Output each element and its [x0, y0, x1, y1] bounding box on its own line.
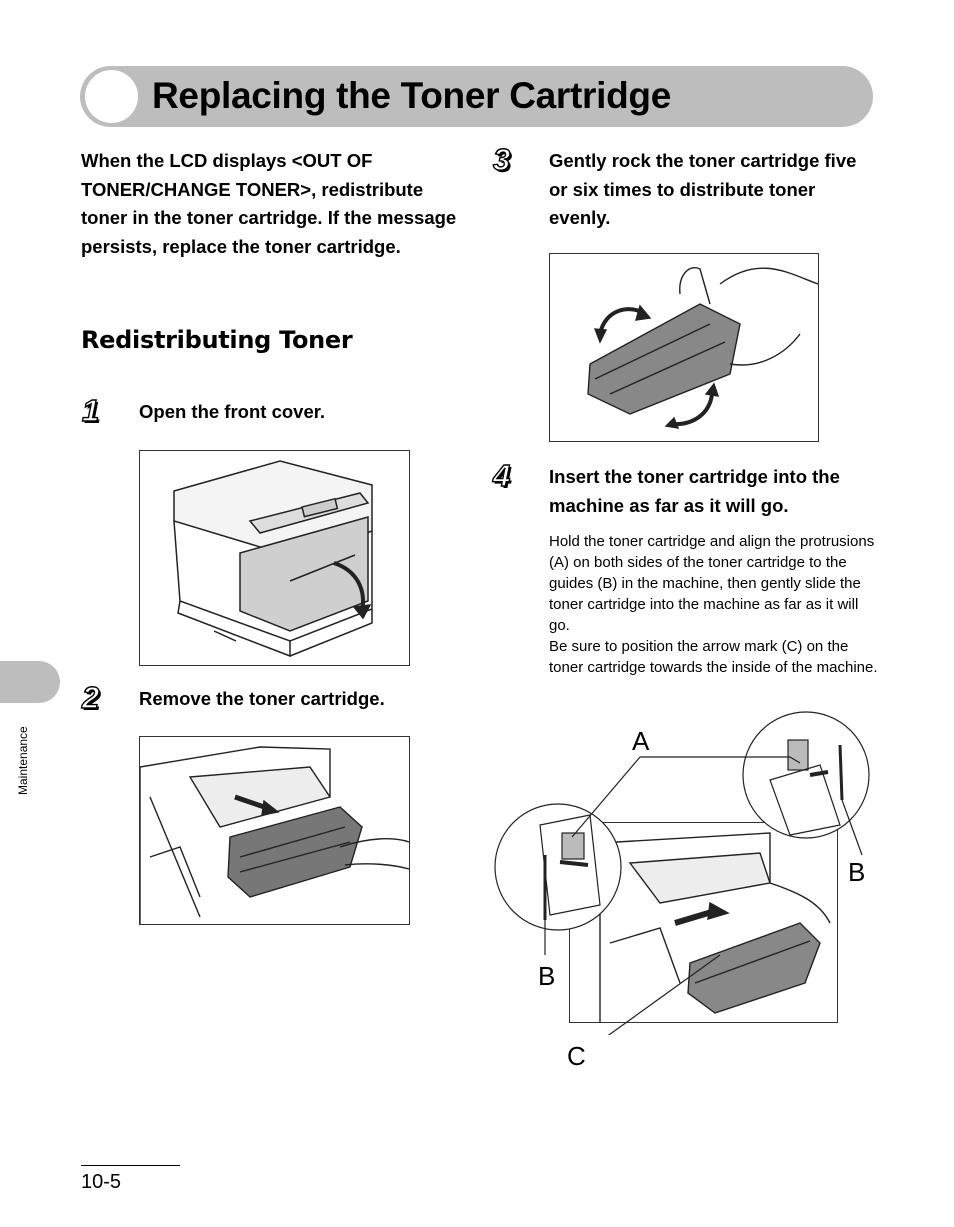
step-2-number: 2	[81, 679, 100, 715]
callout-label-b-left: B	[538, 961, 556, 991]
step-4-number: 4	[492, 457, 511, 493]
step-1-number: 1	[81, 392, 100, 428]
chapter-side-label: Maintenance	[16, 726, 30, 795]
step-4-text: Insert the toner cartridge into the mach…	[549, 466, 840, 516]
figure-rock-toner-cartridge	[549, 253, 819, 442]
step-4-body-paragraph-2: Be sure to position the arrow mark (C) o…	[549, 638, 878, 676]
figure-remove-toner-cartridge	[139, 736, 410, 925]
step-1-text: Open the front cover.	[139, 401, 326, 422]
page-title: Replacing the Toner Cartridge	[152, 75, 671, 116]
callout-label-a: A	[632, 726, 650, 756]
page-number: 10-5	[81, 1171, 122, 1193]
step-3-text: Gently rock the toner cartridge five or …	[549, 150, 857, 228]
step-3-number: 3	[492, 141, 511, 177]
title-bar	[80, 66, 873, 127]
title-bullet-circle	[85, 70, 138, 123]
callout-label-b-right: B	[848, 857, 866, 887]
section-heading: Redistributing Toner	[81, 326, 353, 354]
step-2-text: Remove the toner cartridge.	[139, 688, 385, 709]
step-4-body-paragraph-1: Hold the toner cartridge and align the p…	[549, 533, 875, 634]
callout-label-c: C	[567, 1041, 586, 1071]
intro-paragraph: When the LCD displays <OUT OF TONER/CHAN…	[81, 150, 457, 257]
callout-overlay	[494, 711, 870, 1035]
chapter-side-tab	[0, 661, 60, 703]
figure-open-front-cover	[139, 450, 410, 666]
step-4-body: Hold the toner cartridge and align the p…	[549, 531, 879, 678]
footer-rule	[81, 1165, 180, 1166]
